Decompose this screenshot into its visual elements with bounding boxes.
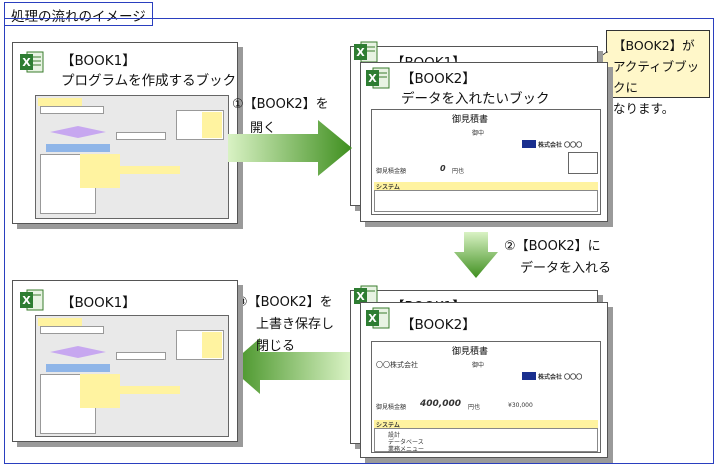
quote-row: 業務メニュー bbox=[388, 446, 425, 453]
callout-line-3: なります。 bbox=[613, 101, 675, 116]
step3-line2: 上書き保存し bbox=[256, 317, 335, 332]
quote-heading: 御見積書 bbox=[452, 347, 489, 357]
book2-top-card: X 【BOOK2】 データを入れたいブック 御見積書 御中 株式会社 〇〇〇 御… bbox=[360, 62, 608, 222]
quote-system: システム bbox=[376, 184, 400, 191]
book1-top-name: 【BOOK1】 bbox=[61, 53, 136, 69]
quote-amount-right: ¥30,000 bbox=[508, 402, 533, 409]
step1-line2: 開く bbox=[250, 121, 277, 136]
program-sheet-thumbnail bbox=[35, 95, 229, 219]
excel-icon: X bbox=[353, 39, 379, 65]
quote-client: 〇〇株式会社 bbox=[376, 361, 418, 369]
step2-line1: ②【BOOK2】に bbox=[504, 239, 601, 254]
excel-icon: X bbox=[365, 65, 391, 91]
diagram-frame bbox=[4, 18, 714, 464]
arrow-left-step3 bbox=[228, 338, 350, 394]
quote-amount: 0 bbox=[440, 164, 446, 173]
diagram-title: 処理の流れのイメージ bbox=[4, 2, 153, 26]
quote-row: データベース bbox=[388, 439, 424, 446]
quote-total-label: 御見積金額 bbox=[376, 168, 407, 175]
book1-top-desc: プログラムを作成するブック bbox=[61, 73, 237, 89]
book2-bottom-card: X 【BOOK2】 御見積書 〇〇株式会社 御中 株式会社 〇〇〇 御見積金額 … bbox=[360, 302, 608, 458]
book1-top-card: X 【BOOK1】 プログラムを作成するブック bbox=[12, 42, 238, 224]
callout-line-1: 【BOOK2】が bbox=[613, 38, 695, 53]
excel-icon: X bbox=[19, 49, 45, 75]
callout-line-2: アクティブブックに bbox=[613, 59, 700, 95]
quote-system: システム bbox=[376, 422, 400, 429]
step3-line3: 閉じる bbox=[256, 339, 296, 354]
arrow-right-step1 bbox=[228, 120, 352, 176]
svg-text:X: X bbox=[368, 72, 377, 85]
quote-sheet-thumbnail: 御見積書 御中 株式会社 〇〇〇 御見積金額 0 円也 システム bbox=[371, 109, 601, 215]
quote-amount-unit: 円也 bbox=[452, 168, 465, 175]
quote-sheet-filled-thumbnail: 御見積書 〇〇株式会社 御中 株式会社 〇〇〇 御見積金額 400,000 円也… bbox=[371, 341, 601, 453]
quote-company: 株式会社 〇〇〇 bbox=[538, 142, 583, 149]
svg-text:X: X bbox=[22, 294, 31, 307]
quote-to-suffix: 御中 bbox=[472, 362, 485, 369]
book1-bottom-card: X 【BOOK1】 bbox=[12, 280, 238, 442]
quote-row: 設計 bbox=[388, 432, 401, 439]
svg-text:X: X bbox=[22, 56, 31, 69]
quote-company: 株式会社 〇〇〇 bbox=[538, 374, 583, 381]
quote-to-suffix: 御中 bbox=[472, 130, 485, 137]
step1-line1: ①【BOOK2】を bbox=[232, 97, 329, 112]
book2-top-name: 【BOOK2】 bbox=[401, 71, 476, 87]
quote-heading: 御見積書 bbox=[452, 115, 489, 125]
callout-note: 【BOOK2】が アクティブブックに なります。 bbox=[606, 30, 710, 116]
svg-text:X: X bbox=[356, 290, 365, 303]
excel-icon: X bbox=[365, 305, 391, 331]
excel-icon: X bbox=[19, 287, 45, 313]
book1-bottom-name: 【BOOK1】 bbox=[61, 295, 136, 311]
excel-icon: X bbox=[353, 283, 379, 309]
quote-amount-unit: 円也 bbox=[468, 404, 481, 411]
program-sheet-thumbnail bbox=[35, 315, 229, 437]
step3-line1: ③【BOOK2】を bbox=[236, 295, 333, 310]
step2-line2: データを入れる bbox=[520, 261, 612, 276]
quote-amount: 400,000 bbox=[420, 399, 461, 409]
company-logo bbox=[522, 140, 536, 148]
book2-bottom-name: 【BOOK2】 bbox=[401, 317, 476, 333]
arrow-down-step2 bbox=[454, 232, 498, 278]
company-logo bbox=[522, 372, 536, 380]
book2-top-desc: データを入れたいブック bbox=[401, 91, 550, 107]
quote-total-label: 御見積金額 bbox=[376, 404, 407, 411]
svg-text:X: X bbox=[368, 312, 377, 325]
svg-text:X: X bbox=[356, 46, 365, 59]
